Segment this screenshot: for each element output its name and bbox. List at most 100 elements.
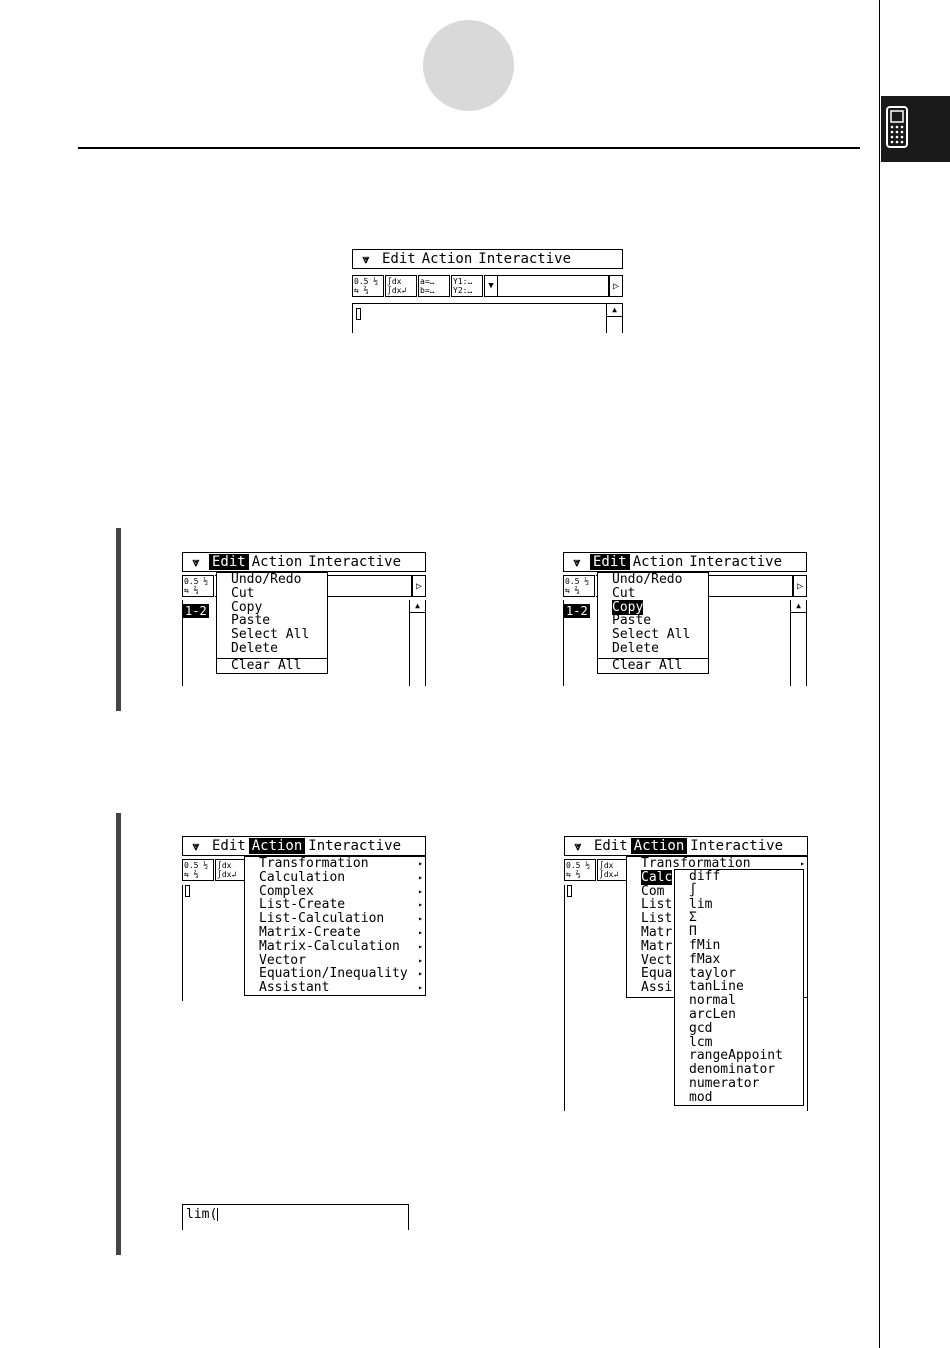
submenu-item-fmin[interactable]: fMin — [689, 937, 721, 953]
menu-item-copy[interactable]: Copy — [231, 599, 263, 615]
menu-item-complex[interactable]: Complex▸ — [259, 883, 423, 899]
menu-item-select-all[interactable]: Select All — [612, 627, 691, 643]
menu-item-matrix-calculation[interactable]: Matrix-Calculation▸ — [259, 938, 423, 954]
menu-logo-icon[interactable]: ⩔ — [362, 252, 370, 266]
menu-item-delete[interactable]: Delete — [612, 640, 659, 656]
toolbar-scroll-right-icon[interactable]: ▷ — [793, 575, 807, 597]
menu-logo-icon[interactable]: ⩔ — [574, 839, 582, 853]
menu-item-calculation[interactable]: Calculation▸ — [259, 869, 423, 885]
submenu-item-product[interactable]: Π — [689, 924, 697, 940]
menu-interactive[interactable]: Interactive — [478, 251, 572, 267]
menu-interactive[interactable]: Interactive — [308, 838, 402, 854]
menu-item-matrix-create[interactable]: Matrix-Create▸ — [259, 924, 423, 940]
menu-item-vector[interactable]: Vector▸ — [259, 952, 423, 968]
menu-edit[interactable]: Edit — [594, 838, 628, 854]
menu-edit[interactable]: Edit — [590, 554, 630, 570]
scrollbar[interactable]: ▲ — [409, 600, 425, 686]
menu-edit[interactable]: Edit — [382, 251, 416, 267]
menubar: ⩔ Edit Action Interactive — [564, 836, 808, 856]
submenu-item-taylor[interactable]: taylor — [689, 965, 736, 981]
submenu-item-tanline[interactable]: tanLine — [689, 979, 744, 995]
menu-edit[interactable]: Edit — [209, 554, 249, 570]
menu-logo-icon[interactable]: ⩔ — [192, 555, 200, 569]
toolbar-scroll-right-icon[interactable]: ▷ — [609, 275, 623, 297]
submenu-item-lcm[interactable]: lcm — [689, 1034, 713, 1050]
menu-item-transformation[interactable]: Transformation▸ — [259, 856, 423, 871]
menu-item-clear-all[interactable]: Clear All — [217, 657, 327, 673]
menu-action[interactable]: Action — [248, 838, 306, 854]
menu-interactive[interactable]: Interactive — [308, 554, 402, 570]
menu-logo-icon[interactable]: ⩔ — [573, 555, 581, 569]
toolbar-integral-button[interactable]: ∫dx ∫dx↲ — [385, 275, 417, 297]
menu-item-copy[interactable]: Copy — [612, 599, 644, 615]
menu-item-transformation[interactable]: Transformation▸ — [641, 856, 805, 871]
submenu-item-mod[interactable]: mod — [689, 1089, 713, 1105]
menu-item-delete[interactable]: Delete — [231, 640, 278, 656]
submenu-item-integral[interactable]: ∫ — [689, 882, 697, 898]
menu-item-paste[interactable]: Paste — [231, 613, 271, 629]
scroll-up-icon[interactable]: ▲ — [791, 600, 806, 613]
menu-item-assistant[interactable]: Assi — [641, 980, 673, 996]
menu-item-undo-redo[interactable]: Undo/Redo — [612, 572, 683, 587]
toolbar-decimal-button[interactable]: 0.5 ½ ⇆ ⅔ — [352, 275, 384, 297]
submenu-item-fmax[interactable]: fMax — [689, 951, 721, 967]
toolbar-integral-button[interactable]: ∫dx ∫dx↲ — [597, 859, 629, 881]
menu-item-paste[interactable]: Paste — [612, 613, 652, 629]
menu-item-list-calculation[interactable]: List — [641, 911, 673, 927]
step-bar-2 — [116, 813, 121, 1255]
menu-action[interactable]: Action — [630, 838, 688, 854]
menu-interactive[interactable]: Interactive — [689, 554, 783, 570]
menu-item-vector[interactable]: Vect — [641, 952, 673, 968]
menu-item-cut[interactable]: Cut — [612, 585, 636, 601]
menu-item-list-create[interactable]: List-Create▸ — [259, 897, 423, 913]
menu-item-clear-all[interactable]: Clear All — [598, 657, 708, 673]
toolbar-scroll-right-icon[interactable]: ▷ — [412, 575, 426, 597]
submenu-item-lim[interactable]: lim — [689, 896, 713, 912]
toolbar-decimal-button[interactable]: 0.5 ½ ⇆ ⅔ — [563, 575, 595, 597]
work-area[interactable] — [564, 885, 808, 1111]
menu-item-equation-inequality[interactable]: Equa — [641, 966, 673, 982]
submenu-item-arclen[interactable]: arcLen — [689, 1006, 736, 1022]
menu-item-calculation[interactable]: Calc — [641, 869, 673, 885]
menu-item-select-all[interactable]: Select All — [231, 627, 310, 643]
menu-action[interactable]: Action — [251, 554, 303, 570]
scrollbar[interactable]: ▲ — [790, 600, 806, 686]
scroll-up-icon[interactable]: ▲ — [607, 304, 622, 317]
submenu-item-diff[interactable]: diff — [689, 869, 721, 884]
submenu-item-numerator[interactable]: numerator — [689, 1075, 760, 1091]
input-line[interactable]: lim( — [182, 1204, 409, 1230]
menu-interactive[interactable]: Interactive — [690, 838, 784, 854]
work-area[interactable]: 1-2 ▲ — [182, 600, 426, 686]
menu-item-assistant[interactable]: Assistant▸ — [259, 980, 423, 996]
submenu-item-sum[interactable]: Σ — [689, 910, 697, 926]
menu-logo-icon[interactable]: ⩔ — [192, 839, 200, 853]
toolbar-decimal-button[interactable]: 0.5 ½ ⇆ ⅔ — [564, 859, 596, 881]
menu-item-equation-inequality[interactable]: Equation/Inequality▸ — [259, 966, 423, 982]
scrollbar[interactable]: ▲ — [606, 304, 622, 333]
toolbar-graph-button[interactable]: Y1:… Y2:… — [451, 275, 483, 297]
menu-action[interactable]: Action — [632, 554, 684, 570]
submenu-item-normal[interactable]: normal — [689, 993, 736, 1009]
menu-item-complex[interactable]: Com — [641, 883, 665, 899]
menu-item-matrix-create[interactable]: Matr — [641, 924, 673, 940]
toolbar-decimal-button[interactable]: 0.5 ½ ⇆ ⅔ — [182, 859, 214, 881]
submenu-item-rangeappoint[interactable]: rangeAppoint — [689, 1048, 783, 1064]
menu-item-cut[interactable]: Cut — [231, 585, 255, 601]
menu-item-list-create[interactable]: List — [641, 897, 673, 913]
menu-action[interactable]: Action — [421, 251, 473, 267]
menu-edit[interactable]: Edit — [212, 838, 246, 854]
submenu-arrow-icon: ▸ — [418, 859, 423, 868]
work-area[interactable]: ▲ — [352, 303, 623, 333]
toolbar-dropdown-icon[interactable]: ▼ — [484, 275, 498, 297]
menu-item-matrix-calculation[interactable]: Matr — [641, 938, 673, 954]
menu-item-list-calculation[interactable]: List-Calculation▸ — [259, 911, 423, 927]
work-area[interactable]: 1-2 ▲ — [563, 600, 807, 686]
menu-item-undo-redo[interactable]: Undo/Redo — [231, 572, 302, 587]
toolbar-assign-button[interactable]: a=… b=… — [418, 275, 450, 297]
submenu-item-gcd[interactable]: gcd — [689, 1020, 713, 1036]
work-area[interactable] — [182, 885, 426, 1001]
submenu-item-denominator[interactable]: denominator — [689, 1062, 776, 1078]
toolbar-decimal-button[interactable]: 0.5 ½ ⇆ ⅔ — [182, 575, 214, 597]
scroll-up-icon[interactable]: ▲ — [410, 600, 425, 613]
toolbar-integral-button[interactable]: ∫dx ∫dx↲ — [215, 859, 247, 881]
